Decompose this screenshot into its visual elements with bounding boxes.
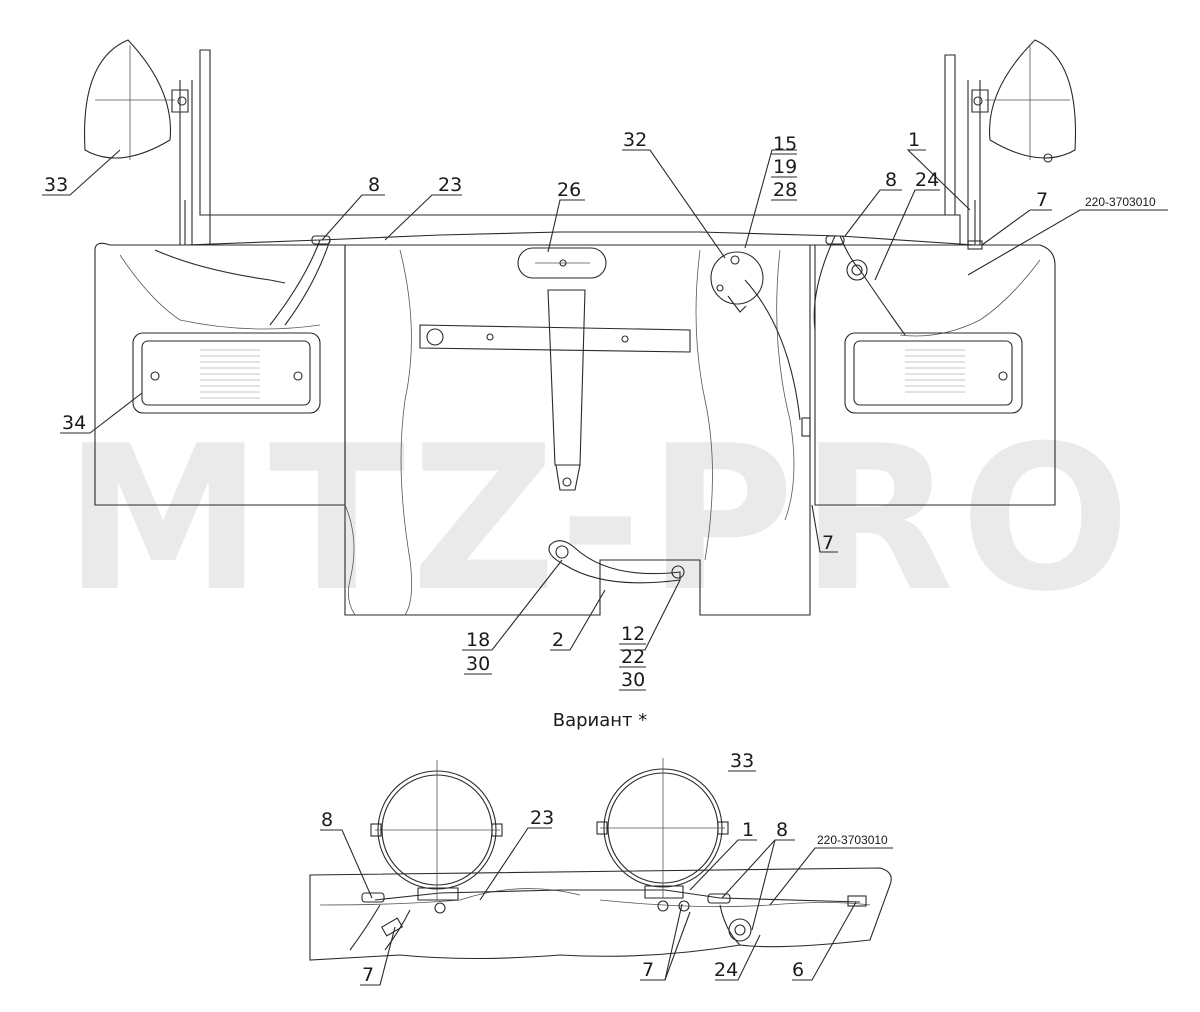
bottom-leaders bbox=[320, 827, 893, 986]
variant-lamp-right bbox=[596, 758, 729, 912]
callout-32: 32 bbox=[623, 129, 647, 151]
callout-7-bot-left: 7 bbox=[362, 964, 374, 986]
callout-22: 22 bbox=[621, 646, 645, 668]
variant-body bbox=[309, 867, 892, 961]
callout-8-top-left: 8 bbox=[368, 174, 380, 196]
callout-1-bot: 1 bbox=[742, 819, 754, 841]
callout-24-bot: 24 bbox=[714, 959, 738, 981]
work-lamp-left bbox=[83, 39, 189, 160]
callout-19: 19 bbox=[773, 156, 797, 178]
callout-7-bot-mid: 7 bbox=[642, 959, 654, 981]
part-number-bot: 220-3703010 bbox=[817, 833, 888, 847]
rear-lamp-right bbox=[844, 332, 1023, 414]
callout-1-top: 1 bbox=[908, 129, 920, 151]
variant-caption: Вариант * bbox=[552, 710, 648, 731]
callout-30-b: 30 bbox=[621, 669, 645, 691]
callout-23-top: 23 bbox=[438, 174, 462, 196]
socket-connector bbox=[710, 251, 764, 313]
callout-23-bot: 23 bbox=[530, 807, 554, 829]
callout-8-top-right: 8 bbox=[885, 169, 897, 191]
callout-30-a: 30 bbox=[466, 653, 490, 675]
callout-33-bot: 33 bbox=[730, 750, 754, 772]
callout-8-bot-right: 8 bbox=[776, 819, 788, 841]
callout-33-top: 33 bbox=[44, 174, 68, 196]
callout-26: 26 bbox=[557, 179, 581, 201]
work-lamp-right bbox=[971, 39, 1077, 163]
part-number-top: 220-3703010 bbox=[1085, 195, 1156, 209]
callout-8-bot-left: 8 bbox=[321, 809, 333, 831]
callout-7-mid: 7 bbox=[822, 532, 834, 554]
cab-body bbox=[94, 49, 1056, 616]
callout-34: 34 bbox=[62, 412, 86, 434]
callout-2: 2 bbox=[552, 629, 564, 651]
callout-15: 15 bbox=[773, 133, 797, 155]
watermark: MTZ-PRO bbox=[64, 403, 1137, 636]
callout-6: 6 bbox=[792, 959, 804, 981]
callout-7-top: 7 bbox=[1036, 189, 1048, 211]
callout-18: 18 bbox=[466, 629, 490, 651]
rear-lamp-left bbox=[132, 332, 321, 414]
interior-lamp bbox=[517, 247, 607, 279]
wire-harness bbox=[154, 200, 983, 437]
callout-28: 28 bbox=[773, 179, 797, 201]
wiper-arm bbox=[419, 289, 691, 491]
variant-lamp-left bbox=[370, 760, 503, 914]
callout-24-top: 24 bbox=[915, 169, 939, 191]
callout-12: 12 bbox=[621, 623, 645, 645]
